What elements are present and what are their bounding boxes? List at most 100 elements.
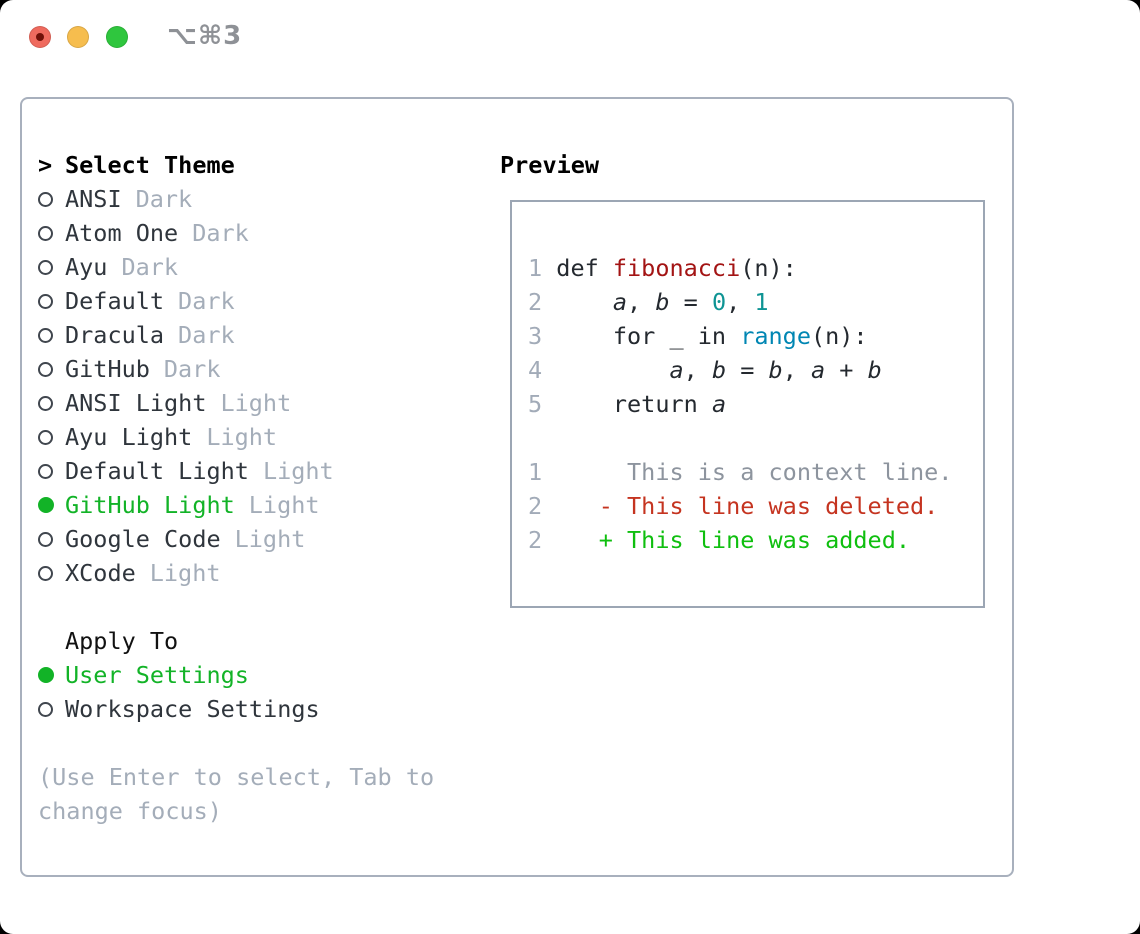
theme-name: Ayu	[65, 253, 108, 281]
code-segment: b	[867, 356, 882, 384]
code-line: 3 for _ in range(n):	[528, 319, 983, 353]
theme-list-item[interactable]: GitHub Dark	[38, 352, 334, 386]
apply-to-option[interactable]: User Settings	[38, 658, 320, 692]
window-title: ⌥⌘3	[167, 21, 243, 51]
line-number: 5	[528, 390, 557, 418]
code-segment: - This line was deleted.	[556, 492, 939, 520]
code-segment: ,	[726, 288, 755, 316]
code-segment: a	[669, 356, 684, 384]
theme-variant: Dark	[192, 219, 249, 247]
theme-name: Google Code	[65, 525, 221, 553]
theme-name: ANSI	[65, 185, 122, 213]
theme-variant: Light	[220, 389, 292, 417]
theme-variant: Dark	[178, 287, 235, 315]
code-segment: (n):	[740, 254, 797, 282]
radio-icon	[38, 293, 53, 309]
theme-name: GitHub	[65, 355, 150, 383]
code-line: 2 - This line was deleted.	[528, 489, 983, 523]
theme-name: Default Light	[65, 457, 249, 485]
code-segment: 0	[711, 288, 727, 316]
theme-name: Default	[65, 287, 165, 315]
code-segment	[556, 356, 669, 384]
code-segment: fibonacci	[612, 254, 741, 282]
theme-name: Ayu Light	[65, 423, 193, 451]
code-segment: =	[669, 288, 712, 316]
apply-to-option[interactable]: Workspace Settings	[38, 692, 320, 726]
code-segment: a	[811, 356, 826, 384]
code-segment: =	[726, 356, 769, 384]
theme-variant: Dark	[163, 355, 221, 383]
theme-select-header: > Select Theme	[38, 148, 235, 182]
minimize-button[interactable]	[67, 26, 89, 48]
prompt-icon: >	[38, 151, 53, 179]
radio-icon	[38, 701, 53, 717]
code-segment: This is a context line.	[556, 458, 953, 486]
preview-title: Preview	[500, 151, 600, 179]
code-segment: a	[612, 288, 628, 316]
line-number: 1	[528, 458, 557, 486]
code-line: 1 This is a context line.	[528, 455, 983, 489]
radio-icon	[38, 565, 53, 581]
theme-select-title: Select Theme	[65, 151, 235, 179]
code-line: 2 + This line was added.	[528, 523, 983, 557]
code-segment: return	[556, 390, 712, 418]
code-segment: b	[768, 356, 783, 384]
line-number: 2	[528, 492, 557, 520]
radio-icon	[38, 225, 53, 241]
apply-to-label: User Settings	[65, 661, 249, 689]
radio-icon	[38, 463, 53, 479]
code-segment: b	[711, 356, 727, 384]
apply-to-label: Workspace Settings	[65, 695, 320, 723]
radio-icon	[38, 361, 53, 377]
theme-name: XCode	[65, 559, 136, 587]
code-line: 4 a, b = b, a + b	[528, 353, 983, 387]
close-dot-icon	[36, 33, 44, 41]
theme-variant: Light	[262, 457, 334, 485]
code-segment: 1	[754, 288, 769, 316]
theme-list-item[interactable]: Default Dark	[38, 284, 334, 318]
close-button[interactable]	[29, 26, 51, 48]
code-segment: b	[655, 288, 670, 316]
theme-name: Dracula	[65, 321, 165, 349]
theme-list-item[interactable]: ANSI Dark	[38, 182, 334, 216]
line-number: 2	[528, 526, 557, 554]
code-segment: + This line was added.	[556, 526, 911, 554]
code-segment: (n):	[810, 322, 868, 350]
theme-name: Atom One	[65, 219, 179, 247]
theme-list-item[interactable]: Ayu Light Light	[38, 420, 334, 454]
code-line: 1 def fibonacci(n):	[528, 251, 983, 285]
radio-selected-icon	[38, 497, 54, 513]
code-line	[528, 421, 983, 455]
line-number: 1	[528, 254, 557, 282]
theme-list-item[interactable]: Atom One Dark	[38, 216, 334, 250]
radio-icon	[38, 429, 53, 445]
theme-list-item[interactable]: Default Light Light	[38, 454, 334, 488]
theme-list-item[interactable]: Ayu Dark	[38, 250, 334, 284]
theme-variant: Dark	[121, 253, 179, 281]
code-segment: +	[825, 356, 868, 384]
radio-icon	[38, 191, 53, 207]
radio-selected-icon	[38, 667, 54, 683]
zoom-button[interactable]	[106, 26, 128, 48]
radio-icon	[38, 531, 53, 547]
theme-variant: Dark	[135, 185, 193, 213]
code-segment: a	[711, 390, 727, 418]
line-number: 3	[528, 322, 557, 350]
code-segment: range	[740, 322, 811, 350]
line-number: 4	[528, 356, 557, 384]
code-segment	[556, 288, 613, 316]
hint-text: (Use Enter to select, Tab to change focu…	[38, 763, 435, 825]
titlebar: ⌥⌘3	[0, 0, 1140, 75]
theme-variant: Light	[206, 423, 278, 451]
apply-to-title: Apply To	[65, 627, 179, 655]
